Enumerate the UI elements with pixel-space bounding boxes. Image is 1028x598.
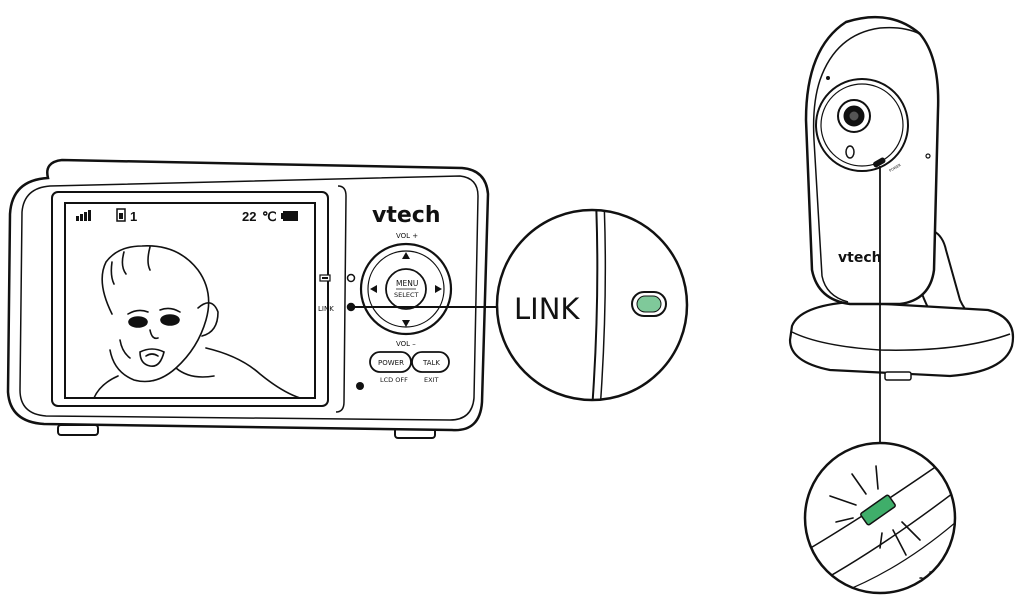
camera-unit bbox=[788, 15, 1015, 381]
exit-label: EXIT bbox=[424, 376, 438, 384]
signal-bars-icon bbox=[76, 210, 91, 221]
camera-power-label: POWER bbox=[889, 163, 903, 173]
parent-unit bbox=[6, 158, 490, 439]
left-arrow-icon[interactable] bbox=[370, 285, 377, 293]
screen-frame bbox=[51, 191, 329, 407]
baby-nose bbox=[149, 329, 159, 340]
nav-arrows bbox=[370, 252, 442, 327]
microphone-icon bbox=[356, 382, 364, 390]
control-panel-edge bbox=[335, 185, 347, 413]
baby-cheek-line bbox=[119, 339, 131, 359]
camera-body-side bbox=[812, 26, 921, 303]
camera-mic-icon bbox=[925, 153, 931, 159]
camera-base-foot bbox=[884, 371, 912, 381]
parent-unit-bezel bbox=[19, 175, 479, 421]
camera-brand: vtech bbox=[838, 250, 882, 266]
parent-unit-foot-left bbox=[57, 424, 99, 436]
camera-power-led bbox=[873, 157, 886, 168]
battery-icon bbox=[281, 211, 298, 221]
baby-chin bbox=[175, 367, 215, 378]
talk-button[interactable]: TALK bbox=[411, 351, 450, 373]
callout-panel-edge-inner bbox=[599, 210, 607, 400]
right-arrow-icon[interactable] bbox=[435, 285, 442, 293]
lcd-off-label: LCD OFF bbox=[380, 376, 408, 384]
callout-link-label: LINK bbox=[514, 292, 580, 326]
light-sensor-icon bbox=[845, 145, 855, 159]
power-button-label[interactable]: POWER bbox=[378, 359, 404, 367]
baby-shoulder bbox=[93, 347, 301, 399]
link-indicator-label: LINK bbox=[318, 305, 334, 313]
temperature-unit: ℃ bbox=[262, 209, 277, 224]
link-callout: LINK bbox=[495, 208, 689, 402]
parent-indicators: LINK bbox=[318, 273, 364, 390]
up-arrow-icon[interactable] bbox=[402, 252, 410, 259]
baby-eye-right bbox=[160, 314, 180, 326]
callout-camera-led bbox=[860, 494, 896, 526]
power-led bbox=[346, 273, 356, 283]
screen-status-bar: 1 22 ℃ bbox=[76, 208, 298, 224]
link-led bbox=[346, 302, 356, 312]
baby-ear bbox=[197, 302, 219, 337]
camera-side-dot bbox=[826, 76, 830, 80]
baby-brow-right bbox=[159, 307, 181, 313]
parent-unit-brand: vtech bbox=[372, 203, 440, 228]
vol-down-label: VOL – bbox=[396, 340, 416, 348]
baby-mouth bbox=[139, 348, 165, 368]
baby-brow-left bbox=[127, 309, 149, 315]
parent-battery-indicator-icon bbox=[319, 274, 331, 282]
camera-led-callout bbox=[803, 441, 957, 595]
baby-illustration bbox=[93, 245, 301, 399]
power-button[interactable]: POWER bbox=[369, 351, 412, 373]
select-button-label[interactable]: SELECT bbox=[394, 291, 418, 299]
screen bbox=[64, 202, 316, 399]
vol-up-label: VOL + bbox=[396, 232, 418, 240]
menu-button-label[interactable]: MENU bbox=[396, 279, 418, 288]
camera-number: 1 bbox=[130, 209, 137, 224]
camera-lens-inner bbox=[848, 110, 860, 122]
led-glow-rays bbox=[829, 465, 921, 556]
baby-hair bbox=[110, 246, 151, 285]
down-arrow-icon[interactable] bbox=[402, 320, 410, 327]
talk-button-label[interactable]: TALK bbox=[422, 359, 440, 367]
parent-unit-body bbox=[6, 158, 490, 432]
baby-head-outline bbox=[101, 245, 210, 383]
callout-link-led bbox=[636, 295, 662, 313]
camera-icon bbox=[116, 208, 126, 222]
temperature-value: 22 bbox=[242, 209, 256, 224]
baby-tongue bbox=[145, 353, 159, 357]
baby-eye-left bbox=[128, 316, 148, 328]
camera-base bbox=[788, 300, 1015, 378]
callout-camera-edge-3 bbox=[819, 504, 955, 593]
callout-panel-edge bbox=[591, 210, 599, 400]
